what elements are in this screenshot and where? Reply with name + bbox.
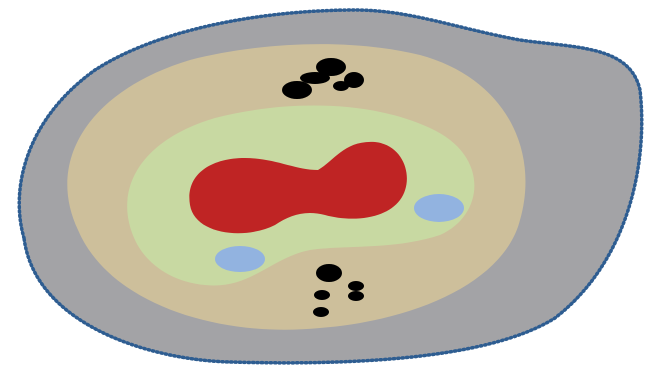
dot [316, 264, 342, 282]
dot [348, 291, 364, 301]
dot [314, 290, 330, 300]
dot [313, 307, 329, 317]
dot [300, 72, 330, 84]
dot [282, 81, 312, 99]
dot [348, 281, 364, 291]
small-circle-right [414, 194, 464, 222]
small-circle-left [215, 246, 265, 272]
dot [333, 81, 349, 91]
